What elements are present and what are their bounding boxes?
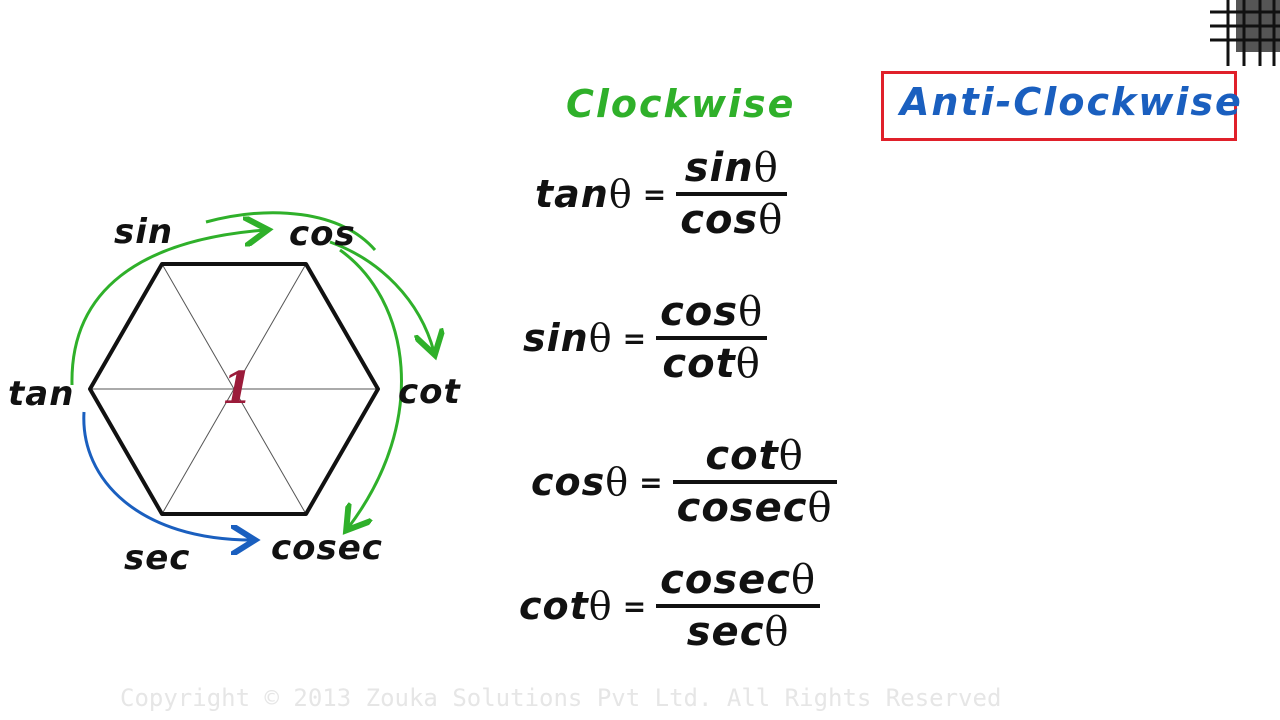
anti-clockwise-arc [82,411,252,540]
clockwise-arc-outer [70,230,265,386]
equals-sign: = [639,465,663,499]
node-label-sec: sec [124,538,191,578]
numerator: cosecθ [660,557,817,603]
fraction-bar [656,604,821,608]
numerator: cotθ [705,433,804,479]
identity-sin: sinθ = cosθ cotθ [523,289,768,387]
anti-clockwise-heading: Anti-Clockwise [900,80,1243,124]
equals-sign: = [622,589,647,623]
hexagon-diagram: 1 [70,211,480,590]
copyright-watermark: Copyright © 2013 Zouka Solutions Pvt Ltd… [120,684,1002,712]
fraction: sinθ cosθ [676,145,788,243]
equals-sign: = [642,177,667,211]
clockwise-heading: Clockwise [566,82,796,126]
identity-lhs: sinθ [523,316,613,360]
identity-cos: cosθ = cotθ cosecθ [531,434,837,530]
node-label-tan: tan [8,374,75,414]
fraction: cosecθ secθ [656,557,821,655]
grid-logo-icon [1210,0,1280,66]
identity-tan: tanθ = sinθ cosθ [535,145,788,243]
identity-cot: cotθ = cosecθ secθ [519,557,821,655]
identity-lhs: cosθ [531,460,630,504]
anti-clockwise-box [881,71,1237,141]
clockwise-arc-to-cosec [339,248,403,528]
clockwise-arc-sin-cos [205,211,377,251]
denominator: cosecθ [676,485,833,531]
fraction: cosθ cotθ [656,289,768,387]
numerator: cosθ [660,289,764,335]
fraction-bar [656,336,768,340]
hexagon-outline [88,262,380,516]
numerator: sinθ [684,145,779,191]
fraction: cotθ cosecθ [672,433,837,531]
fraction-bar [672,480,837,484]
node-label-cosec: cosec [271,528,383,568]
fraction-bar [676,192,788,196]
center-value: 1 [222,363,253,414]
node-label-cos: cos [289,214,356,254]
node-label-sin: sin [114,212,174,252]
clockwise-arc-cos-cot [329,240,434,352]
hexagon-spokes [90,263,378,515]
denominator: secθ [686,609,790,655]
identity-lhs: tanθ [535,172,633,216]
node-label-cot: cot [398,372,461,412]
denominator: cotθ [662,341,761,387]
denominator: cosθ [680,197,784,243]
equals-sign: = [622,321,647,355]
identity-lhs: cotθ [519,584,613,628]
